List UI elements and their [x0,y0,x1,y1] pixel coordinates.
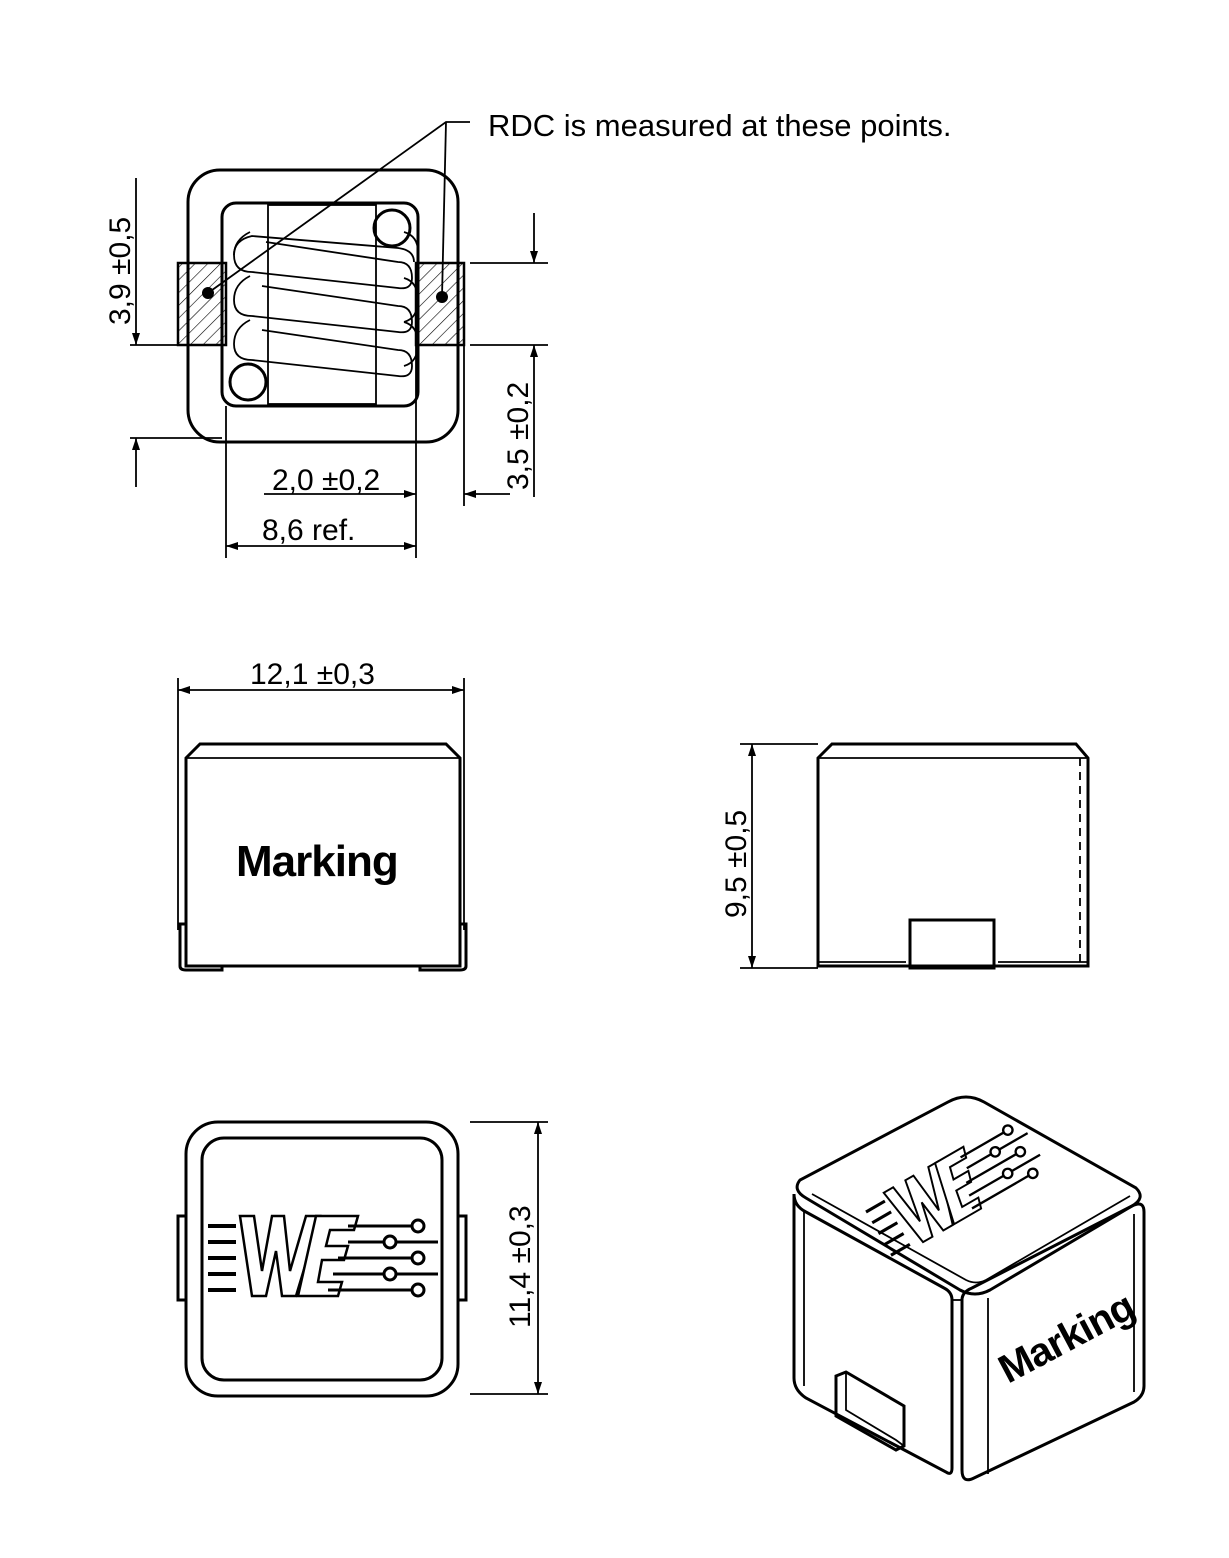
dim-length: 12,1 ±0,3 [250,658,375,691]
pad-right [414,261,466,347]
terminal-left [178,922,224,972]
dim-pad-span: 8,6 ref. [262,514,355,547]
dim-pad-width: 2,0 ±0,2 [272,464,380,497]
side-terminal [908,918,996,970]
dim-pad-offset: 3,5 ±0,2 [502,382,535,490]
wire-end-bottom [228,362,268,402]
front-marking: Marking [236,837,398,886]
front-view: 12,1 ±0,3 Marking [177,658,468,972]
iso-left-face [792,1193,954,1475]
terminal-left-top [176,1214,188,1302]
dim-width: 11,4 ±0,3 [504,1205,537,1328]
coil-winding [233,231,419,378]
iso-top-face [795,1095,1142,1296]
dim-height: 9,5 ±0,5 [720,810,753,918]
coil-core [267,204,377,405]
isometric-view: Marking [792,1095,1146,1482]
pad-left [176,261,228,347]
side-view: 9,5 ±0,5 [720,742,1090,970]
rdc-note: RDC is measured at these points. [488,108,952,143]
dim-pad-height: 3,9 ±0,5 [104,217,137,325]
terminal-right-top [456,1214,468,1302]
top-inner [200,1136,444,1382]
wire-end-top [372,208,412,248]
iso-marking: Marking [992,1284,1142,1392]
iso-right-face [960,1202,1146,1482]
terminal-right [418,922,468,972]
we-logo-icon [206,1214,440,1298]
side-body [816,742,1090,968]
top-view: 11,4 ±0,3 [176,1120,548,1398]
bottom-view: RDC is measured at these points. 3,9 ±0,… [104,108,952,558]
